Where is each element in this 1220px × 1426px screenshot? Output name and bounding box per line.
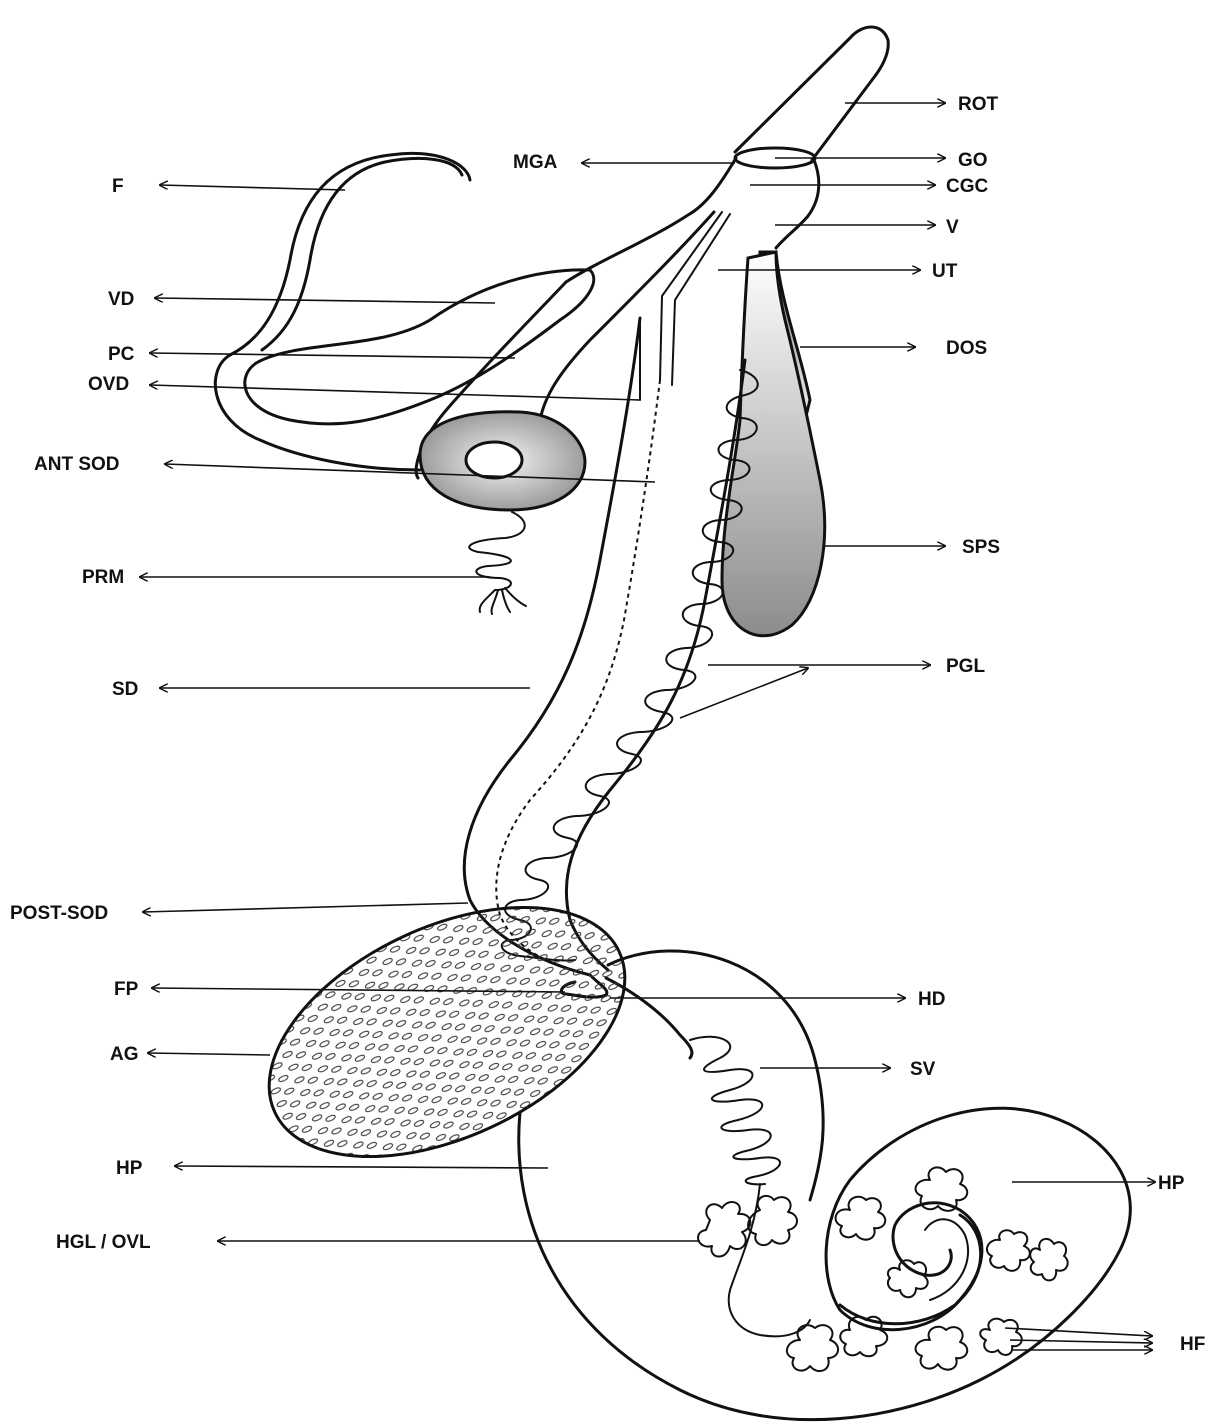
label-ant-sod: ANT SOD bbox=[34, 454, 120, 475]
label-v: V bbox=[946, 217, 959, 238]
label-pgl: PGL bbox=[946, 656, 985, 677]
label-dos: DOS bbox=[946, 338, 987, 359]
label-rot: ROT bbox=[958, 94, 999, 115]
leader-hp-left bbox=[175, 1166, 548, 1168]
prostate-fibers bbox=[480, 588, 526, 614]
leader-f bbox=[160, 185, 345, 190]
leader-lines bbox=[140, 103, 1155, 1350]
label-ag: AG bbox=[110, 1044, 139, 1065]
label-sd: SD bbox=[112, 679, 138, 700]
label-pc: PC bbox=[108, 344, 135, 365]
leader-pgl-2 bbox=[680, 668, 808, 718]
label-ovd: OVD bbox=[88, 374, 129, 395]
label-hf: HF bbox=[1180, 1334, 1205, 1355]
seminal-vesicle bbox=[690, 1037, 780, 1185]
leader-pc bbox=[150, 353, 515, 358]
leader-hf-2 bbox=[1010, 1340, 1152, 1343]
prostate-muscle bbox=[469, 512, 525, 590]
label-hp-left: HP bbox=[116, 1158, 143, 1179]
label-sps: SPS bbox=[962, 537, 1000, 558]
penis-upper-tube bbox=[735, 27, 888, 160]
label-go: GO bbox=[958, 150, 988, 171]
leader-ag bbox=[148, 1053, 270, 1055]
label-sv: SV bbox=[910, 1059, 936, 1080]
label-ut: UT bbox=[932, 261, 958, 282]
label-hp-right: HP bbox=[1158, 1173, 1185, 1194]
hepatopancreas-spiral bbox=[840, 1203, 982, 1324]
label-mga: MGA bbox=[513, 152, 558, 173]
label-hd: HD bbox=[918, 989, 945, 1010]
spermatheca bbox=[722, 252, 825, 636]
vas-deferens bbox=[245, 270, 594, 424]
label-post-sod: POST-SOD bbox=[10, 903, 108, 924]
label-f: F bbox=[112, 176, 124, 197]
leader-post-sod bbox=[143, 903, 468, 912]
leader-ovd bbox=[150, 385, 640, 400]
albumen-gland bbox=[230, 857, 663, 1208]
anterior-sod-core bbox=[466, 442, 522, 478]
label-cgc: CGC bbox=[946, 176, 989, 197]
leader-vd bbox=[155, 298, 495, 303]
label-fp: FP bbox=[114, 979, 139, 1000]
common-genital-chamber bbox=[566, 158, 819, 282]
hermaphrodite-duct-lower bbox=[729, 1184, 810, 1336]
label-prm: PRM bbox=[82, 567, 124, 588]
label-hgl-ovl: HGL / OVL bbox=[56, 1232, 151, 1253]
hepatopancreas-spiral-inner bbox=[925, 1219, 968, 1300]
label-vd: VD bbox=[108, 289, 134, 310]
stalk-inner-2 bbox=[672, 214, 730, 385]
leader-hf-1 bbox=[1005, 1328, 1152, 1336]
